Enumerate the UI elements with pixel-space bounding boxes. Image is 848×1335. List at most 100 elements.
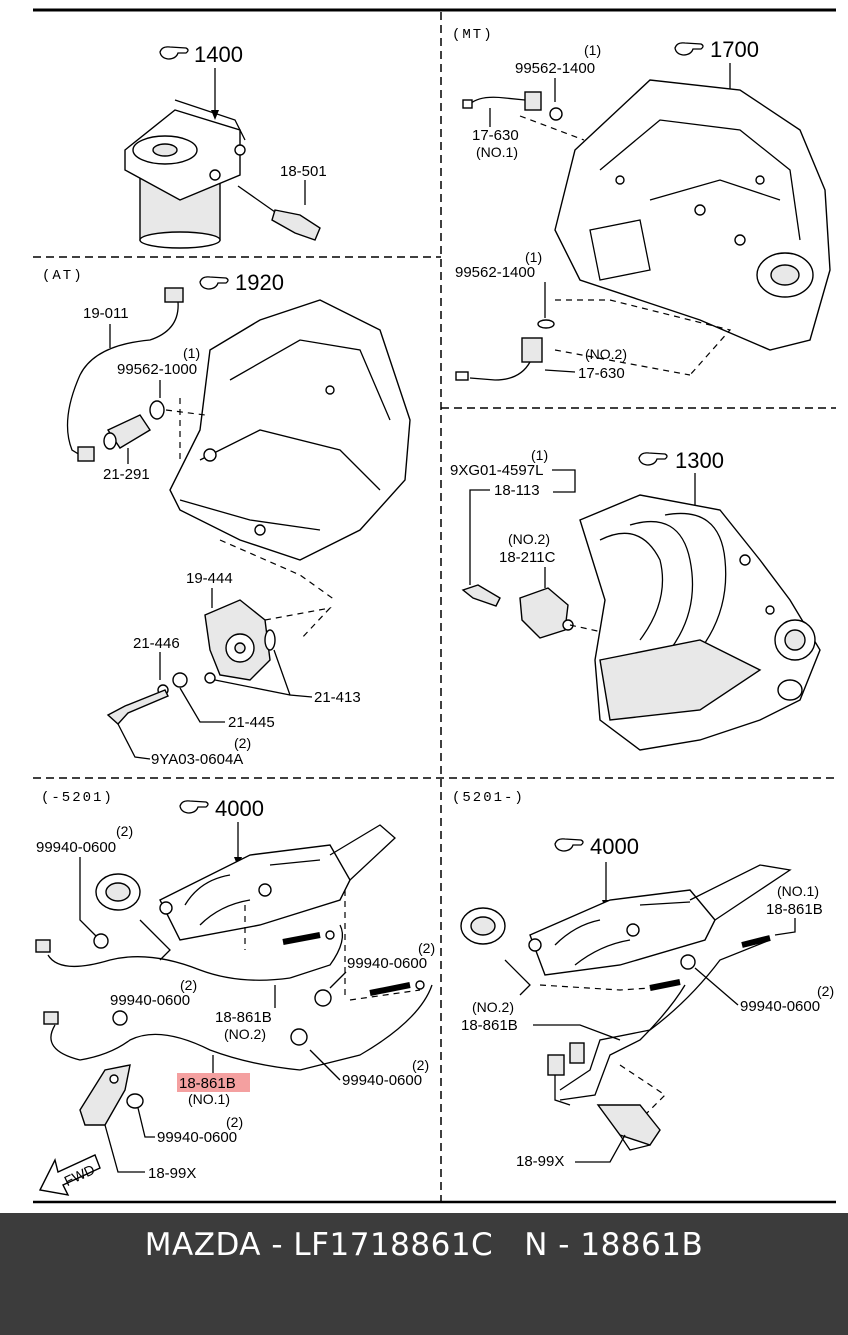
qty-label: (2) [234, 735, 251, 751]
label-18-861b-no2: 18-861B [461, 1017, 518, 1034]
hand-pointer-icon [199, 276, 229, 290]
panel-1700: (MT) 1700 (1) 99562-1400 17-630 (NO.1) [452, 27, 831, 382]
label-21-446: 21-446 [133, 635, 180, 652]
o2-sensor-wires-late [539, 939, 771, 1121]
footer-separator: - [260, 1227, 294, 1263]
label-18-501: 18-501 [280, 163, 327, 180]
speed-sensor-18-501 [237, 185, 321, 241]
footer-gap [493, 1227, 524, 1263]
group-number: 4000 [215, 796, 264, 821]
panel-1920: (AT) 1920 19-011 (1) 99562-1000 [42, 268, 411, 768]
catalytic-converter-drawing [460, 864, 792, 996]
label-no2: (NO.2) [224, 1026, 266, 1042]
label-18-99x: 18-99X [516, 1153, 564, 1170]
hand-pointer-icon [179, 800, 209, 814]
footer-part-no: LF1718861C [293, 1227, 494, 1263]
qty-label: (2) [412, 1057, 429, 1073]
footer-brand: MAZDA [144, 1227, 261, 1263]
o2-sensor-no2-wire [35, 890, 346, 998]
hand-pointer-icon [674, 42, 704, 56]
label-21-445: 21-445 [228, 714, 275, 731]
header-prefix: (5201-) [452, 790, 525, 806]
switch-17-630-no1 [462, 91, 585, 141]
fwd-label: FWD [62, 1161, 98, 1189]
hand-pointer-icon [159, 46, 189, 60]
header-prefix: (-5201) [41, 790, 114, 806]
fwd-arrow-icon: FWD [38, 1154, 101, 1196]
nut [314, 989, 332, 1007]
qty-label: (2) [116, 823, 133, 839]
label-18-211c: 18-211C [499, 549, 556, 566]
highlight-box [177, 1073, 250, 1092]
qty-label: (2) [817, 983, 834, 999]
group-number: 4000 [590, 834, 639, 859]
footer-bar: MAZDA - LF1718861C N - 18861B [0, 1213, 848, 1335]
label-99940-0600: 99940-0600 [36, 839, 116, 856]
intake-manifold-drawing [579, 494, 821, 751]
label-99940-0600: 99940-0600 [342, 1072, 422, 1089]
label-no1: (NO.1) [188, 1091, 230, 1107]
nut [93, 933, 109, 949]
bracket-18-99x [596, 1104, 661, 1151]
label-18-861b-no2: 18-861B [215, 1009, 272, 1026]
gasket-washer [149, 400, 165, 420]
label-99562-1000: 99562-1000 [117, 361, 197, 378]
qty-label: (1) [525, 249, 542, 265]
footer-alt-number: N - 18861B [524, 1227, 704, 1263]
qty-label: (1) [531, 447, 548, 463]
header-mt: (MT) [452, 27, 494, 43]
label-99562-1400: 99562-1400 [455, 264, 535, 281]
catalytic-converter-drawing [95, 824, 396, 961]
label-no2: (NO.2) [585, 346, 627, 362]
panel-4000-early: (-5201) 4000 (2) 99940-0600 (2) [35, 790, 435, 1196]
label-99940-0600: 99940-0600 [110, 992, 190, 1009]
group-number: 1920 [235, 270, 284, 295]
bolt-9ya03 [106, 689, 169, 725]
transmission-mt-drawing [554, 79, 831, 351]
qty-label: (2) [180, 977, 197, 993]
nut [112, 1010, 128, 1026]
footer-part-number: MAZDA - LF1718861C N - 18861B [0, 1227, 848, 1263]
nut [126, 1093, 144, 1109]
label-18-113: 18-113 [494, 482, 540, 499]
bolt-9xg01 [461, 584, 501, 607]
label-99940-0600: 99940-0600 [740, 998, 820, 1015]
group-number: 1300 [675, 448, 724, 473]
hand-pointer-icon [554, 838, 584, 852]
harness-19-011 [66, 287, 184, 462]
qty-label: (2) [226, 1114, 243, 1130]
gasket-washer [549, 107, 563, 121]
sensor-21-291 [103, 398, 206, 462]
o2-sensor-no1-wire [43, 980, 433, 1071]
transmission-at-drawing [169, 299, 411, 601]
header-at: (AT) [42, 268, 84, 284]
label-99940-0600: 99940-0600 [157, 1129, 237, 1146]
gasket-washer [537, 319, 555, 329]
label-no1: (NO.1) [476, 144, 518, 160]
label-19-011: 19-011 [83, 305, 129, 322]
label-17-630: 17-630 [472, 127, 519, 144]
label-no2: (NO.2) [472, 999, 514, 1015]
label-9ya03-0604a: 9YA03-0604A [151, 751, 243, 768]
qty-label: (1) [584, 42, 601, 58]
panel-1400: 1400 18-501 [124, 42, 327, 249]
label-19-444: 19-444 [186, 570, 233, 587]
group-number: 1400 [194, 42, 243, 67]
qty-label: (2) [418, 940, 435, 956]
washer-21-445 [172, 672, 188, 688]
label-no2: (NO.2) [508, 531, 550, 547]
label-17-630: 17-630 [578, 365, 625, 382]
panel-4000-late: (5201-) 4000 (NO.1) 18-861B (2) 99940-06… [452, 790, 834, 1170]
nut [680, 954, 696, 970]
sensor-18-211c [519, 587, 603, 639]
group-number: 1700 [710, 37, 759, 62]
nut [290, 1028, 308, 1046]
label-99562-1400: 99562-1400 [515, 60, 595, 77]
label-99940-0600: 99940-0600 [347, 955, 427, 972]
panel-1300: 1300 (1) 9XG01-4597L 18-113 (NO.2) 18-21… [450, 447, 821, 751]
switch-17-630-no2 [455, 299, 732, 381]
engine-mount-drawing [124, 99, 246, 249]
label-18-99x: 18-99X [148, 1165, 196, 1182]
label-9xg01-4597l: 9XG01-4597L [450, 462, 543, 479]
hand-pointer-icon [638, 452, 668, 466]
